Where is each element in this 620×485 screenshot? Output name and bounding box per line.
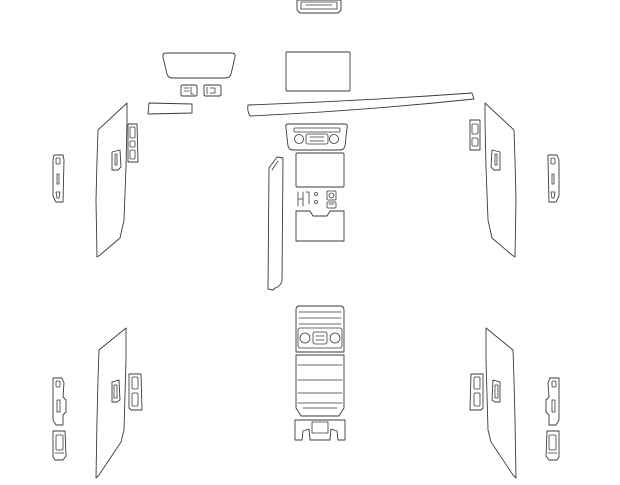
climate-control-panel	[285, 123, 348, 151]
front-right-side-trim	[547, 154, 560, 203]
rear-console-armrest-body	[295, 354, 345, 417]
front-left-side-trim	[52, 154, 65, 203]
rear-right-side-trim	[545, 377, 560, 461]
rear-left-door-handle	[111, 379, 121, 403]
center-console-top-panel	[295, 152, 345, 188]
rear-right-door-panel	[485, 327, 517, 479]
front-right-door-handle	[490, 149, 501, 171]
center-console-lower-panel	[295, 210, 345, 242]
rear-console-base-trim	[294, 419, 346, 441]
front-right-door-panel	[484, 102, 517, 258]
gear-selector-panel	[297, 190, 337, 209]
top-trim-piece	[296, 0, 342, 14]
rear-left-window-switch	[128, 373, 143, 411]
front-left-door-handle	[111, 149, 122, 171]
rear-right-window-switch	[469, 373, 484, 411]
front-right-window-switch	[469, 119, 481, 151]
center-display-screen	[285, 51, 351, 92]
dashboard-trim-strip	[247, 92, 475, 117]
left-dash-trim-strip	[147, 102, 193, 115]
rear-left-door-panel	[95, 327, 127, 479]
center-console-side-strip	[267, 156, 284, 291]
window-switch-buttons	[180, 84, 222, 97]
instrument-cluster-screen	[162, 52, 236, 79]
front-left-window-switch	[127, 123, 139, 163]
rear-left-side-trim	[52, 377, 67, 461]
rear-console-vent-panel	[295, 305, 345, 353]
front-left-door-panel	[95, 102, 128, 258]
rear-right-door-handle	[491, 379, 501, 403]
